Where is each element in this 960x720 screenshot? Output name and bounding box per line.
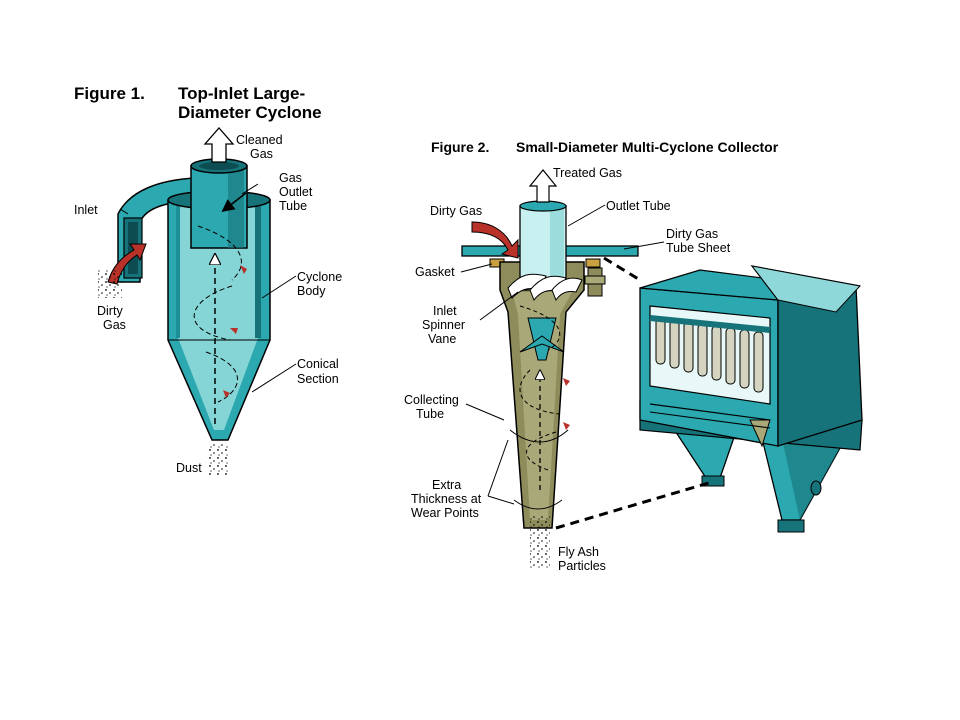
- label-fly-ash-2: Particles: [558, 559, 606, 573]
- label-gasket: Gasket: [415, 265, 455, 279]
- figure-2-number: Figure 2.: [431, 139, 489, 155]
- label-extra-thickness-1: Extra: [432, 478, 461, 492]
- cyclone-illustration: [98, 127, 271, 476]
- label-outlet-tube: Outlet Tube: [606, 199, 671, 213]
- label-tube-sheet-2: Tube Sheet: [666, 241, 731, 255]
- label-collecting-tube-2: Tube: [416, 407, 444, 421]
- label-cyclone-body-2: Body: [297, 284, 326, 298]
- label-gas-outlet-2: Outlet: [279, 185, 313, 199]
- label-cyclone-body-1: Cyclone: [297, 270, 342, 284]
- dust-particles: [209, 444, 229, 476]
- figure-1-title-line-1: Top-Inlet Large-: [178, 84, 305, 103]
- tube-sheet-leader: [623, 241, 665, 250]
- collecting-tube-leader: [465, 403, 505, 421]
- gasket-leader: [460, 263, 493, 273]
- outlet-tube-leader: [567, 204, 606, 227]
- figure-1-number: Figure 1.: [74, 84, 145, 103]
- label-cleaned-gas-2: Gas: [250, 147, 273, 161]
- dirty-gas-arrow-fig2: [471, 221, 519, 259]
- label-spinner-1: Inlet: [433, 304, 457, 318]
- label-dirty-gas-1: Dirty: [97, 304, 123, 318]
- detail-connector-bottom: [555, 480, 713, 530]
- detail-connector-top: [603, 256, 641, 282]
- conical-section-leader: [251, 363, 297, 393]
- label-extra-thickness-2: Thickness at: [411, 492, 482, 506]
- cyclone-body-leader: [261, 275, 297, 299]
- label-dirty-gas: Dirty Gas: [430, 204, 482, 218]
- dirty-gas-particles: [98, 270, 122, 298]
- label-collecting-tube-1: Collecting: [404, 393, 459, 407]
- fly-ash-particles: [530, 516, 550, 568]
- figure-2-title: Small-Diameter Multi-Cyclone Collector: [516, 139, 779, 155]
- figure-1: Figure 1. Top-Inlet Large- Diameter Cycl…: [74, 84, 342, 476]
- label-dust: Dust: [176, 461, 202, 475]
- gas-outlet-leader: [241, 183, 259, 195]
- spinner-vane-leader: [479, 291, 519, 321]
- label-tube-sheet-1: Dirty Gas: [666, 227, 718, 241]
- label-treated-gas: Treated Gas: [553, 166, 622, 180]
- extra-thickness-leader-2: [487, 495, 515, 505]
- extra-thickness-leader-1: [487, 439, 509, 497]
- label-cleaned-gas-1: Cleaned: [236, 133, 283, 147]
- label-gas-outlet-3: Tube: [279, 199, 307, 213]
- multi-cyclone-tube: [461, 169, 639, 568]
- label-conical-section-1: Conical: [297, 357, 339, 371]
- label-dirty-gas-2: Gas: [103, 318, 126, 332]
- label-gas-outlet-1: Gas: [279, 171, 302, 185]
- label-spinner-3: Vane: [428, 332, 456, 346]
- label-conical-section-2: Section: [297, 372, 339, 386]
- label-spinner-2: Spinner: [422, 318, 465, 332]
- cleaned-gas-arrow: [203, 127, 235, 163]
- gasket-right: [585, 258, 601, 268]
- multi-cyclone-collector-housing: [639, 265, 863, 533]
- treated-gas-arrow: [528, 169, 558, 203]
- label-inlet: Inlet: [74, 203, 98, 217]
- figure-1-title-line-2: Diameter Cyclone: [178, 103, 322, 122]
- label-extra-thickness-3: Wear Points: [411, 506, 479, 520]
- figure-2: Figure 2. Small-Diameter Multi-Cyclone C…: [404, 139, 863, 573]
- inlet-leader: [119, 208, 129, 215]
- label-fly-ash-1: Fly Ash: [558, 545, 599, 559]
